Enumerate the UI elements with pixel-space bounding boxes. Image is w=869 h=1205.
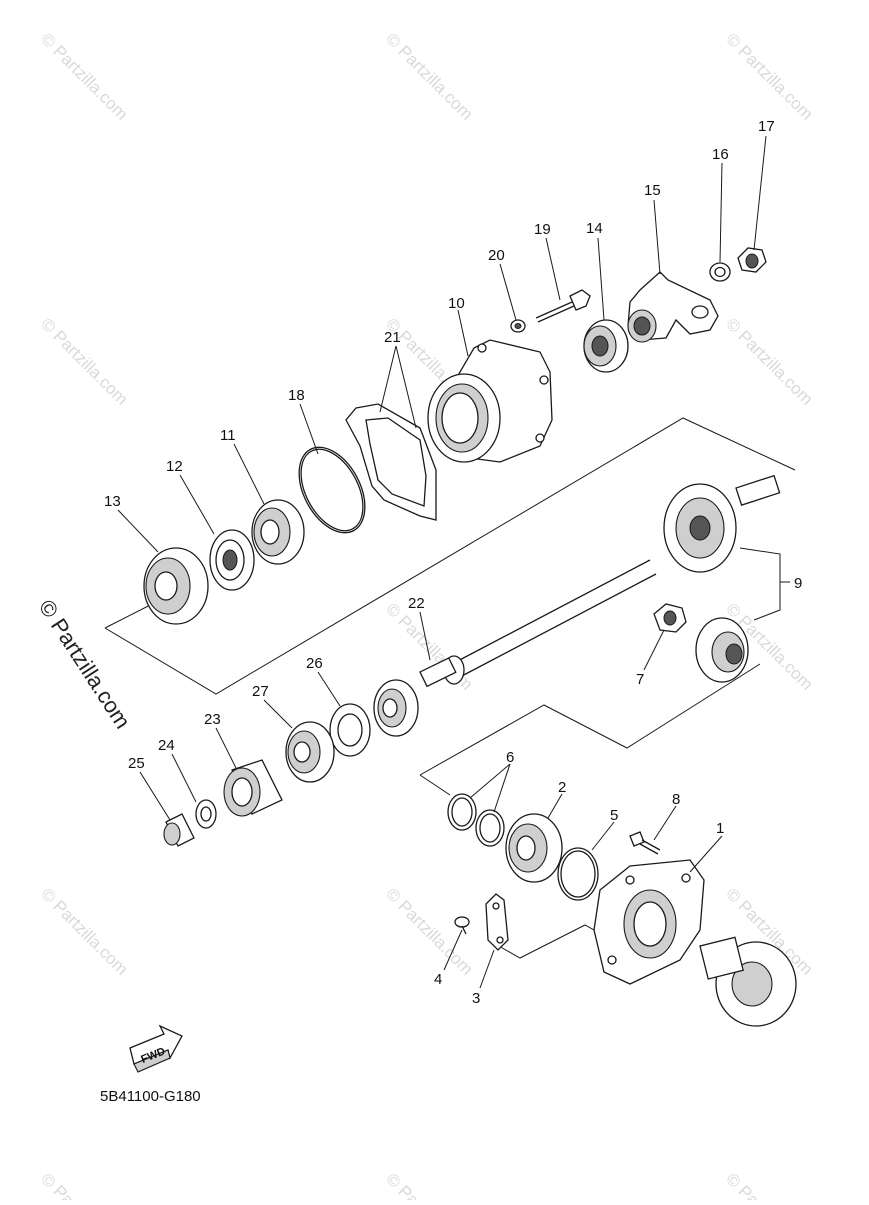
part-3-plate — [485, 893, 509, 951]
part-10-housing — [427, 339, 553, 463]
part-4-screw — [454, 916, 470, 935]
part-22-bearing — [373, 679, 419, 737]
callout-7: 7 — [636, 671, 644, 688]
watermark: © Partzilla.com — [382, 1169, 476, 1200]
part-17-nut — [737, 247, 767, 273]
callout-12: 12 — [166, 458, 183, 475]
watermark-main: © Partzilla.com — [34, 595, 136, 733]
part-6-shims — [447, 793, 505, 847]
watermark: © Partzilla.com — [37, 884, 131, 978]
watermark: © Partzilla.com — [722, 314, 816, 408]
callout-27: 27 — [252, 683, 269, 700]
callout-16: 16 — [712, 146, 729, 163]
part-11-bearing — [251, 499, 305, 565]
fwd-arrow-icon: FWD — [129, 1024, 183, 1073]
part-15-yoke — [627, 271, 719, 343]
callout-22: 22 — [408, 595, 425, 612]
callout-3: 3 — [472, 990, 480, 1007]
part-5-oring — [557, 847, 599, 901]
leader-lines — [117, 135, 790, 989]
part-24-washer — [195, 799, 217, 829]
watermark: © Partzilla.com — [382, 884, 476, 978]
part-19-bolt — [535, 289, 591, 323]
callout-21: 21 — [384, 329, 401, 346]
part-21-gasket — [345, 403, 437, 521]
part-23-needle-bearing — [223, 759, 283, 817]
watermark-grid: © Partzilla.com © Partzilla.com © Partzi… — [37, 29, 816, 1205]
watermark: © Partzilla.com — [37, 1169, 131, 1200]
callout-24: 24 — [158, 737, 175, 754]
callout-8: 8 — [672, 791, 680, 808]
output-gear — [699, 936, 797, 1027]
watermark: © Partzilla.com — [722, 1169, 816, 1200]
callout-15: 15 — [644, 182, 661, 199]
callout-10: 10 — [448, 295, 465, 312]
part-13-bearing — [143, 547, 209, 625]
part-18-oring — [298, 446, 366, 534]
watermark: © Partzilla.com — [37, 314, 131, 408]
watermark: © Partzilla.com — [382, 29, 476, 123]
part-25-nut — [163, 813, 195, 847]
part-16-washer — [709, 262, 731, 282]
callout-13: 13 — [104, 493, 121, 510]
callout-23: 23 — [204, 711, 221, 728]
callout-19: 19 — [534, 221, 551, 238]
part-12-collar — [209, 529, 255, 591]
watermark: © Partzilla.com — [37, 29, 131, 123]
part-7-nut — [653, 603, 687, 633]
part-9-gear-set — [663, 474, 781, 683]
part-26-ring — [329, 703, 371, 757]
part-8-bolt — [629, 831, 661, 855]
callout-18: 18 — [288, 387, 305, 404]
callout-6: 6 — [506, 749, 514, 766]
part-27-bearing — [285, 721, 335, 783]
part-1-cover — [593, 859, 705, 985]
callout-1: 1 — [716, 820, 724, 837]
callout-9: 9 — [794, 575, 802, 592]
part-20-washer — [510, 319, 526, 333]
part-22-shaft — [419, 559, 657, 688]
callout-2: 2 — [558, 779, 566, 796]
callout-5: 5 — [610, 807, 618, 824]
callout-25: 25 — [128, 755, 145, 772]
callout-labels: 1 2 3 4 5 6 7 8 9 10 11 12 13 14 15 16 1… — [104, 118, 802, 1007]
part-14-bearing — [583, 319, 629, 373]
callout-11: 11 — [220, 427, 236, 444]
callout-14: 14 — [586, 220, 603, 237]
callout-17: 17 — [758, 118, 775, 135]
callout-26: 26 — [306, 655, 323, 672]
callout-4: 4 — [434, 971, 442, 988]
watermark: © Partzilla.com — [722, 29, 816, 123]
diagram-code: 5B41100-G180 — [100, 1088, 201, 1105]
callout-20: 20 — [488, 247, 505, 264]
part-2-bearing — [505, 813, 563, 883]
